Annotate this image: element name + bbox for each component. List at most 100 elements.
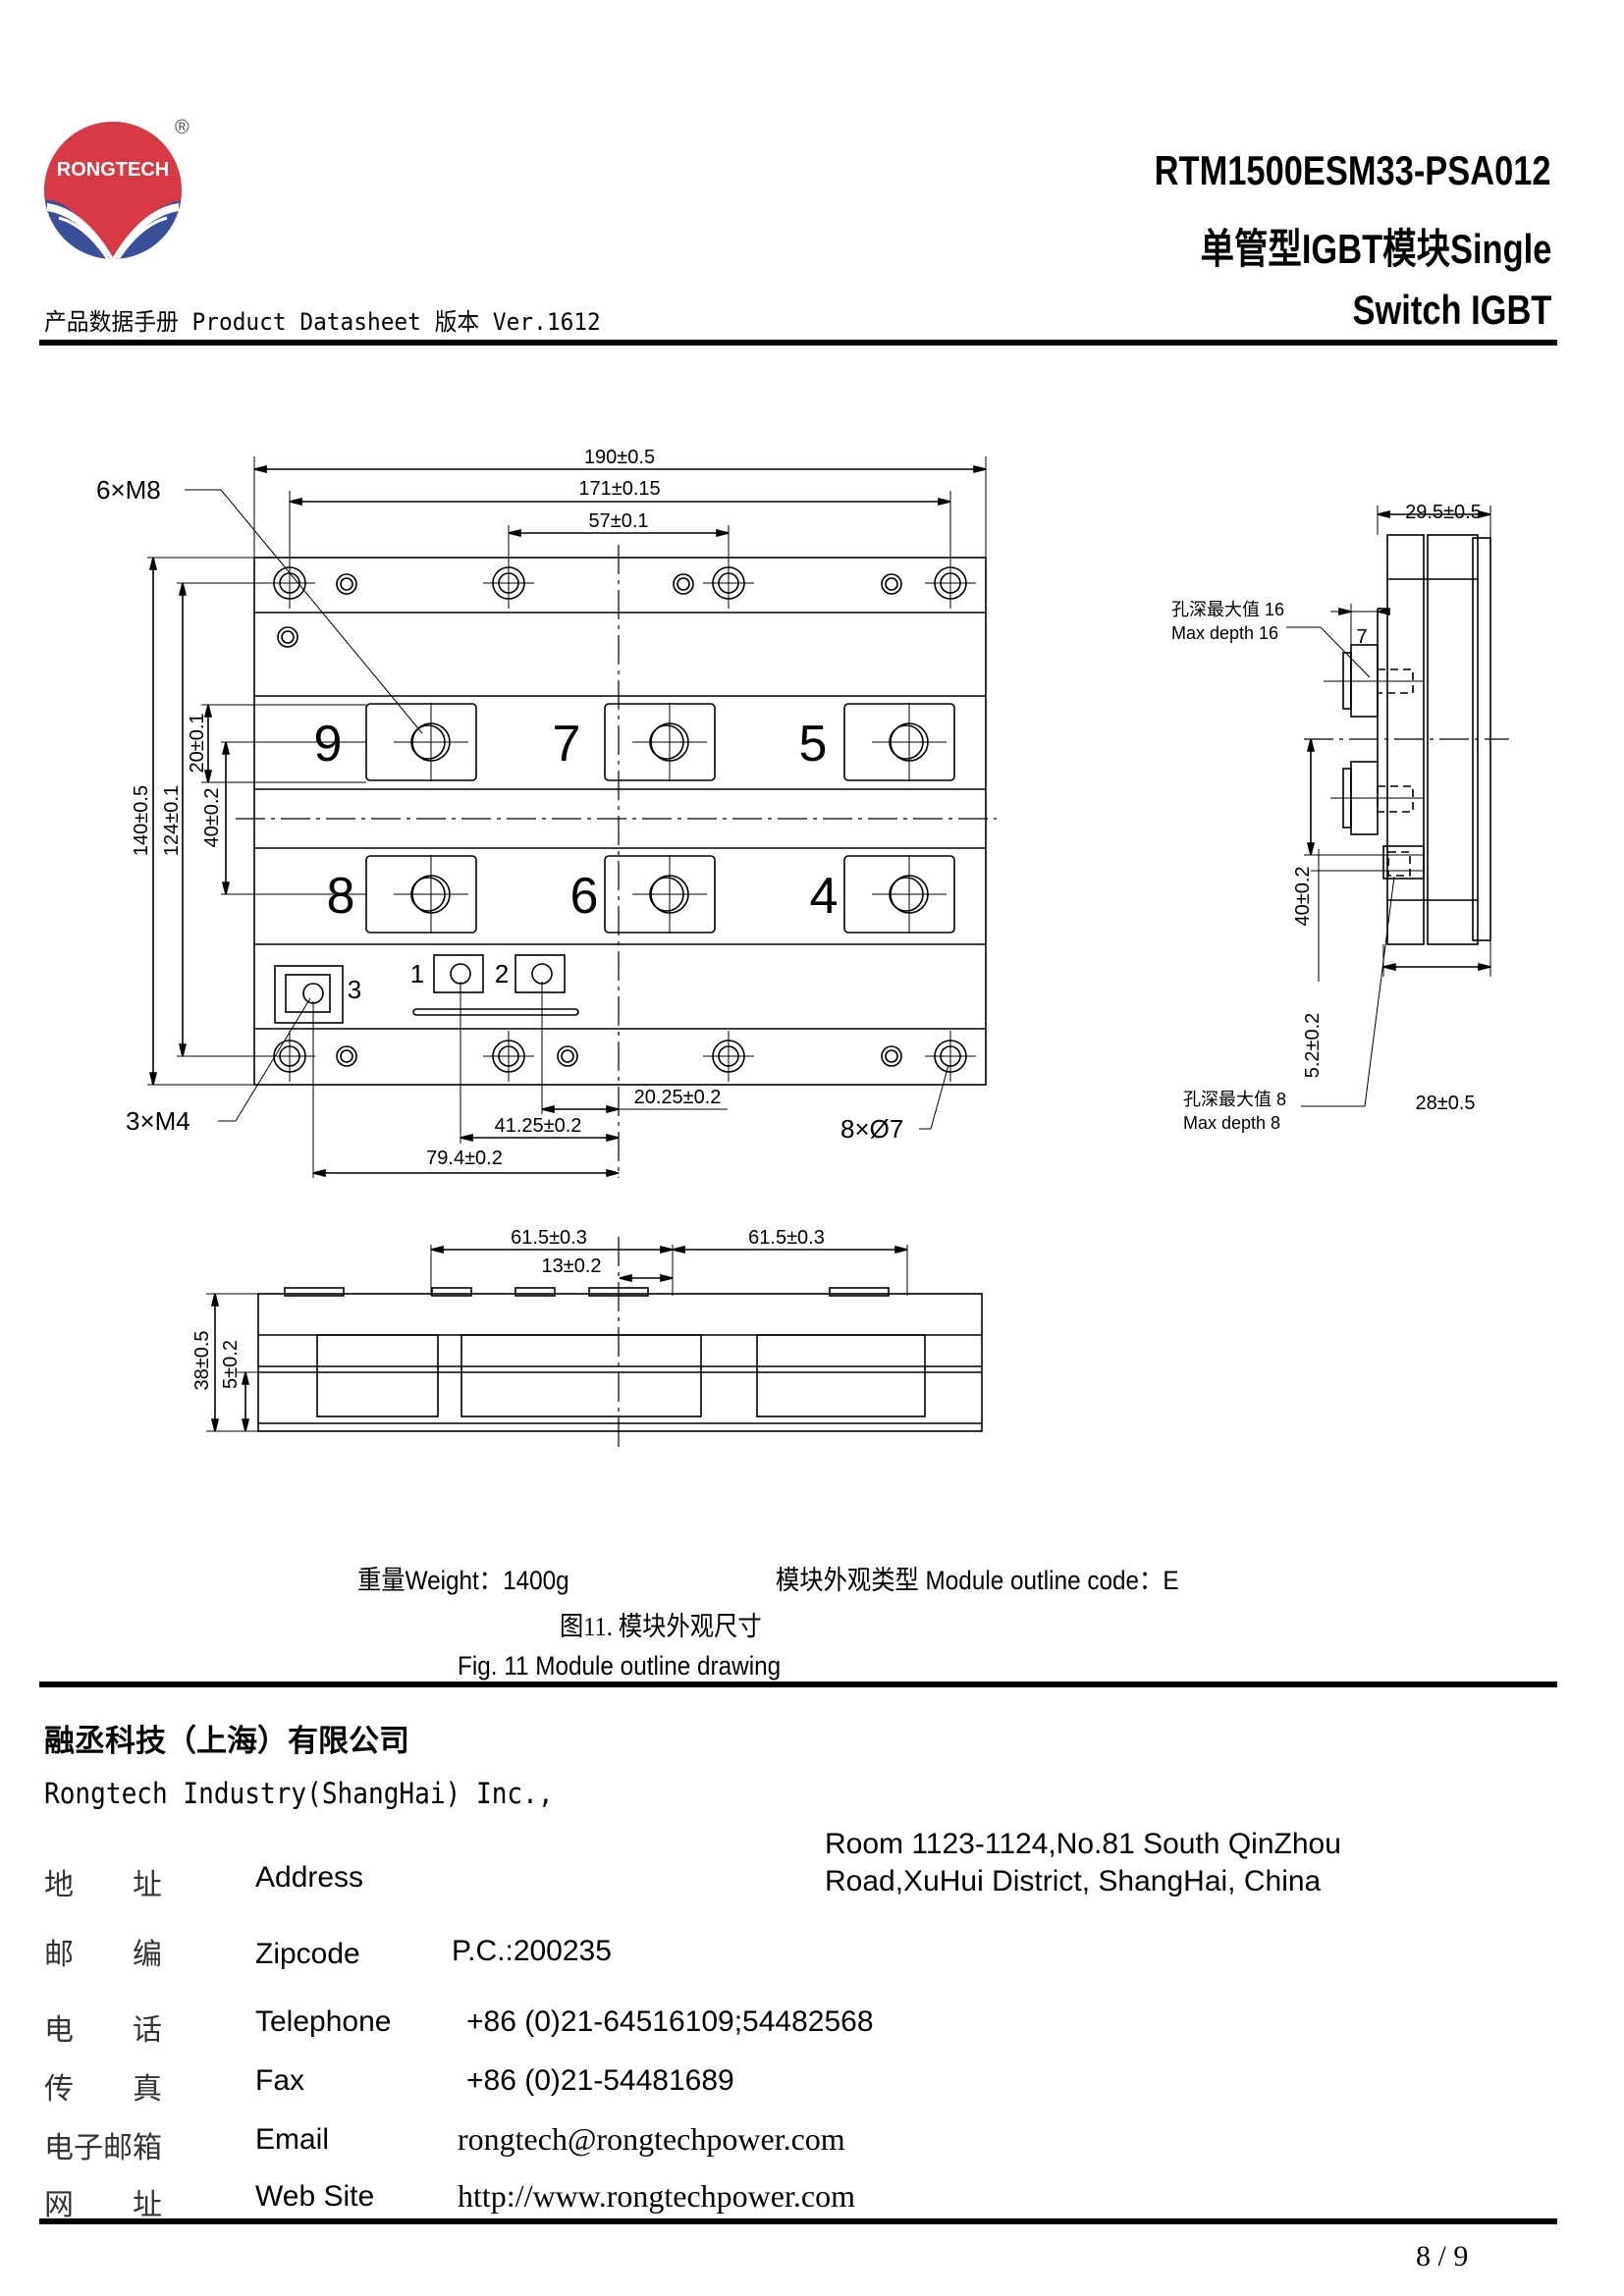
aux-terminal (433, 954, 484, 993)
dim-61-5-left: 61.5±0.3 (511, 1227, 587, 1249)
email-label-cn: 电子邮箱 (44, 2132, 162, 2164)
hidden-hole (1377, 785, 1414, 813)
drawing-line (930, 1064, 949, 1130)
note-3xm4: 3×M4 (126, 1106, 190, 1136)
hole-circle (450, 963, 471, 985)
dim-41-25: 41.25±0.2 (495, 1115, 582, 1137)
dimension-arrow (203, 704, 213, 783)
aux-terminal-3 (274, 965, 344, 1024)
dimension-arrow (541, 1104, 620, 1114)
address-label: Address (255, 1861, 364, 1894)
dimension-arrow (460, 1133, 620, 1143)
dim-38: 38±0.5 (191, 1330, 213, 1390)
front-terminal-block (460, 1334, 702, 1417)
datasheet-subheader: 产品数据手册 Product Datasheet 版本 Ver.1612 (44, 308, 601, 336)
dim-61-5-right: 61.5±0.3 (748, 1227, 825, 1249)
dimension-arrow (210, 1293, 220, 1432)
dimension-arrow (1306, 738, 1316, 856)
hole-circle (340, 1049, 353, 1063)
hole-circle (885, 577, 898, 591)
email-label: Email (255, 2123, 330, 2156)
terminal-2-label: 2 (495, 959, 509, 988)
terminal-5-label: 5 (799, 716, 828, 773)
dimension-arrow (221, 741, 231, 895)
dimension-arrow (241, 1371, 250, 1432)
note-depth16-en: Max depth 16 (1171, 623, 1278, 643)
dim-20-25: 20.25±0.2 (634, 1087, 722, 1108)
hole-circle (302, 983, 324, 1004)
drawing-line (235, 997, 311, 1122)
note-6xm8: 6×M8 (96, 475, 161, 505)
fax-label-cn: 传 真 (44, 2073, 162, 2106)
note-depth16-cn: 孔深最大值 16 (1171, 600, 1284, 619)
note-depth8-cn: 孔深最大值 8 (1183, 1090, 1286, 1109)
dim-79-4: 79.4±0.2 (426, 1148, 503, 1169)
module-outline-drawing: 190±0.5 171±0.15 57±0.1 140±0.5 124±0.1 … (96, 447, 1509, 1448)
figure-caption-en: Fig. 11 Module outline drawing (458, 1651, 782, 1681)
dim-29-5: 29.5±0.5 (1405, 502, 1482, 523)
dimension-arrow (148, 557, 158, 1086)
drawing-line (1364, 876, 1395, 1107)
dimension-arrow (430, 1245, 674, 1255)
address-line1: Room 1123-1124,No.81 South QinZhou (825, 1828, 1341, 1860)
telephone-label-cn: 电 话 (44, 2014, 162, 2047)
address-label-cn: 地 址 (44, 1869, 162, 1901)
dim-57: 57±0.1 (588, 510, 648, 532)
product-type-line2: Switch IGBT (1352, 287, 1551, 333)
hole-circle (885, 1049, 898, 1063)
front-terminal-tab (284, 1287, 345, 1297)
website-label: Web Site (255, 2180, 375, 2213)
terminal-4-label: 4 (810, 868, 839, 925)
dim-28: 28±0.5 (1415, 1093, 1475, 1114)
small-hole (673, 573, 694, 595)
dimension-arrow (253, 464, 987, 474)
dim-171: 171±0.15 (578, 478, 660, 500)
small-hole (277, 626, 298, 648)
company-name-en: Rongtech Industry(ShangHai) Inc., (44, 1777, 554, 1810)
dimension-arrow (1338, 607, 1390, 616)
terminal-7-label: 7 (553, 716, 581, 773)
zipcode-value: P.C.:200235 (452, 1935, 612, 1967)
rongtech-logo: RONGTECH ® (44, 117, 189, 259)
dimension-arrow (312, 1168, 620, 1178)
front-terminal-tab (514, 1287, 556, 1297)
front-terminal-block (756, 1334, 926, 1417)
hole-circle (677, 577, 690, 591)
telephone-value: +86 (0)21-64516109;54482568 (466, 2005, 874, 2038)
fax-label: Fax (255, 2064, 305, 2097)
model-number: RTM1500ESM33-PSA012 (1155, 147, 1551, 193)
note-8xd7: 8×Ø7 (840, 1114, 903, 1144)
terminal-6-label: 6 (570, 868, 599, 925)
email-link[interactable]: rongtech@rongtechpower.com (458, 2121, 845, 2157)
drawing-rect (285, 974, 331, 1013)
note-depth8-en: Max depth 8 (1183, 1113, 1280, 1133)
small-hole (881, 573, 902, 595)
dim-13: 13±0.2 (541, 1255, 601, 1277)
dimension-arrow (1382, 962, 1491, 972)
logo-text: RONGTECH (57, 159, 169, 181)
figure-caption-cn: 图11. 模块外观尺寸 (560, 1612, 762, 1641)
dim-20: 20±0.1 (187, 713, 208, 773)
telephone-label: Telephone (255, 2005, 392, 2038)
drawing-line (220, 489, 423, 734)
drawing-line (1320, 626, 1371, 678)
dim-190: 190±0.5 (584, 447, 655, 468)
dim-40: 40±0.2 (201, 787, 223, 847)
website-link[interactable]: http://www.rongtechpower.com (458, 2178, 855, 2214)
aux-terminal (514, 954, 566, 993)
module-body-top-view (253, 557, 987, 1086)
small-hole (881, 1045, 902, 1067)
main-terminal (843, 855, 955, 934)
page-number: 8 / 9 (1416, 2240, 1469, 2272)
caption-rule (39, 1682, 1557, 1687)
dimension-arrow (178, 582, 188, 1057)
side-aux-terminal (1382, 845, 1425, 880)
front-terminal-tab (431, 1287, 472, 1297)
footer-rule (39, 2218, 1557, 2224)
terminal-9-label: 9 (314, 716, 343, 773)
dimension-arrow (672, 1245, 908, 1255)
main-terminal (604, 703, 716, 781)
outline-code-caption: 模块外观类型 Module outline code：E (776, 1566, 1179, 1595)
dim-side-40: 40±0.2 (1292, 866, 1314, 926)
terminal-1-label: 1 (410, 959, 424, 988)
